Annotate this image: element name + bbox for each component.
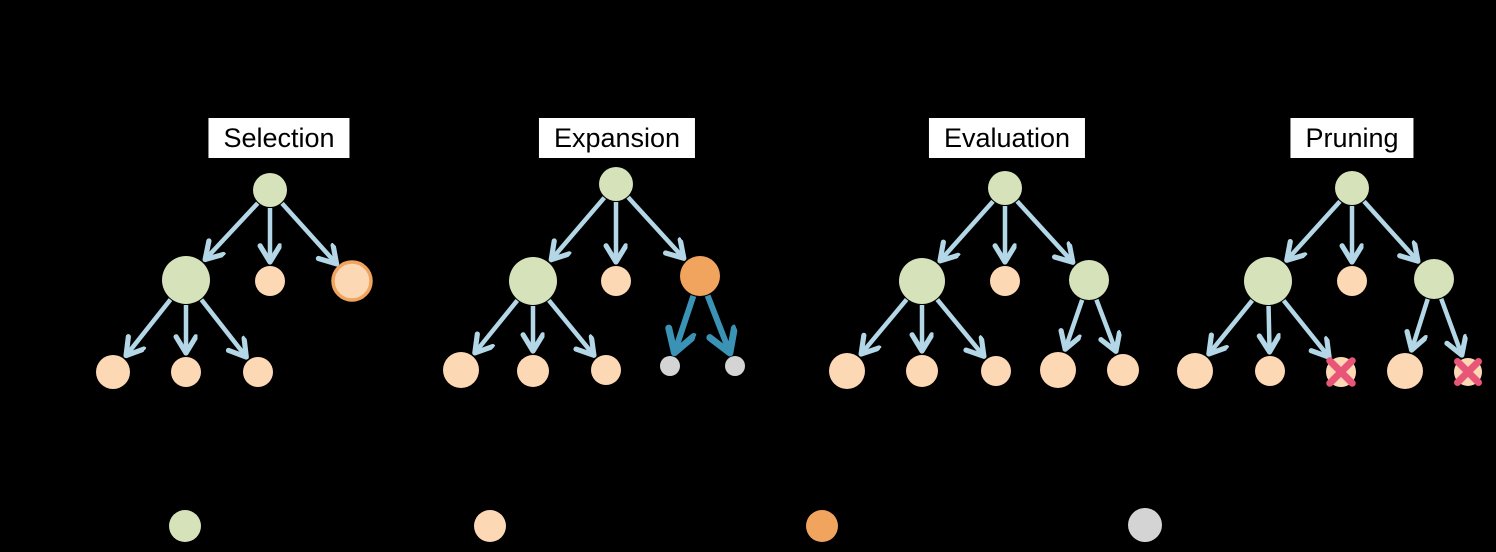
tree-edge [475, 299, 520, 352]
tree-node-gray [660, 356, 680, 376]
phase-label-expansion: Expansion [538, 118, 696, 158]
tree-node-green [509, 257, 557, 305]
tree-node-peach [1040, 352, 1076, 388]
tree-edge [1094, 298, 1116, 352]
tree-node-green [253, 173, 287, 207]
tree-node-peach [517, 355, 549, 387]
tree-node-peach [243, 357, 273, 387]
tree-node-peach [1387, 353, 1423, 389]
tree-node-peach [981, 356, 1011, 386]
tree-node-peach [1255, 356, 1285, 386]
tree-edge [280, 201, 337, 264]
tree-edge [1015, 199, 1073, 262]
legend-swatch-peach [474, 510, 506, 542]
tree-edge [935, 298, 984, 357]
tree-edge [674, 294, 693, 353]
prune-x-icon [1454, 358, 1482, 386]
tree-node-peach [255, 266, 285, 296]
legend-swatch-green [169, 510, 201, 542]
tree-edge [1065, 299, 1085, 349]
tree-node-peach [96, 355, 130, 389]
tree-edge [1362, 199, 1418, 261]
tree-node-green [988, 171, 1022, 205]
tree-node-peach [829, 353, 865, 389]
prune-x-icon [1326, 357, 1356, 387]
tree-node-green [599, 167, 633, 201]
tree-node-orange [680, 256, 720, 296]
tree-node-green [1414, 259, 1454, 299]
tree-edge [1287, 199, 1342, 260]
tree-edge [551, 196, 607, 260]
legend-swatch-orange [806, 510, 838, 542]
phase-label-pruning: Pruning [1290, 118, 1414, 158]
tree-edge [1209, 298, 1254, 353]
tree-node-peach [1177, 353, 1213, 389]
tree-edge [126, 298, 173, 356]
tree-edge [1412, 298, 1430, 350]
tree-node-peach [1337, 266, 1367, 296]
tree-node-peach [171, 357, 201, 387]
phase-label-selection: Selection [208, 118, 350, 158]
tree-edge [547, 298, 594, 355]
tree-edge [205, 201, 260, 259]
tree-node-peach [1107, 354, 1139, 386]
tree-edge [940, 199, 995, 260]
tree-edge [1439, 297, 1462, 355]
tree-edge [861, 297, 909, 354]
tree-node-green [1069, 260, 1109, 300]
tree-edge [1269, 305, 1270, 352]
tree-node-peach [591, 355, 621, 385]
tree-node-peach [906, 355, 938, 387]
tree-node-selected-ring [331, 260, 373, 302]
tree-node-green [899, 258, 945, 304]
tree-edge [199, 298, 246, 357]
tree-node-peach [990, 266, 1020, 296]
tree-node-peach [443, 352, 479, 388]
phase-label-evaluation: Evaluation [928, 118, 1086, 158]
tree-edge [1281, 299, 1329, 358]
tree-node-green [1244, 257, 1292, 305]
tree-node-gray [725, 356, 745, 376]
legend-swatch-gray [1128, 508, 1162, 542]
tree-edge [626, 195, 684, 258]
tree-node-green [1335, 171, 1369, 205]
tree-node-green [162, 256, 210, 304]
tree-node-peach [601, 266, 631, 296]
tree-edge [704, 294, 730, 353]
